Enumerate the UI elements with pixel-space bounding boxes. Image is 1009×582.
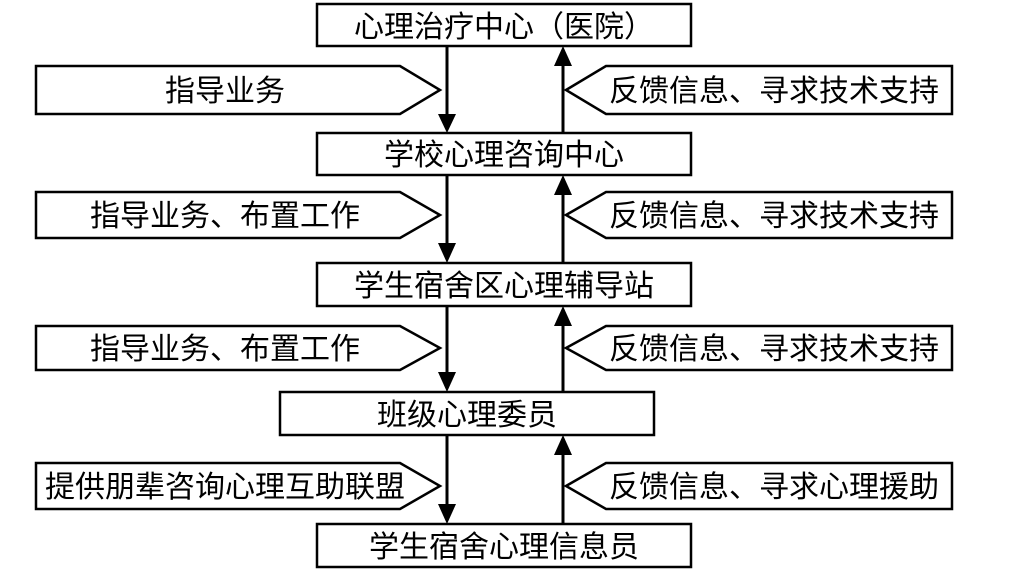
down-arrow-3 <box>438 306 456 392</box>
up-label-4: 反馈信息、寻求心理援助 <box>563 461 954 511</box>
node-hospital: 心理治疗中心（医院） <box>315 2 693 48</box>
down-label-1-text: 指导业务 <box>165 74 285 109</box>
node-dorm-member: 学生宿舍心理信息员 <box>315 522 693 569</box>
up-label-2-text: 反馈信息、寻求技术支持 <box>609 199 939 234</box>
down-label-3-text: 指导业务、布置工作 <box>90 332 360 367</box>
up-label-1-text: 反馈信息、寻求技术支持 <box>609 74 939 109</box>
down-arrow-1 <box>438 46 456 133</box>
up-label-3-text: 反馈信息、寻求技术支持 <box>609 332 939 367</box>
node-dorm-station-label: 学生宿舍区心理辅导站 <box>354 269 654 304</box>
down-arrow-4 <box>438 435 456 524</box>
down-label-1: 指导业务 <box>34 64 443 116</box>
down-label-4-text: 提供朋辈咨询心理互助联盟 <box>45 470 405 505</box>
node-dorm-station: 学生宿舍区心理辅导站 <box>315 261 693 308</box>
node-school: 学校心理咨询中心 <box>315 131 693 177</box>
node-hospital-label: 心理治疗中心（医院） <box>354 10 654 45</box>
up-arrow-3 <box>554 306 572 392</box>
node-dorm-member-label: 学生宿舍心理信息员 <box>369 530 639 565</box>
down-label-4: 提供朋辈咨询心理互助联盟 <box>34 461 443 511</box>
down-label-2-text: 指导业务、布置工作 <box>90 199 360 234</box>
node-school-label: 学校心理咨询中心 <box>384 138 624 173</box>
down-arrow-2 <box>438 175 456 263</box>
up-arrow-2 <box>554 175 572 263</box>
down-label-3: 指导业务、布置工作 <box>34 324 443 372</box>
node-class-member: 班级心理委员 <box>278 390 656 437</box>
up-label-2: 反馈信息、寻求技术支持 <box>563 190 954 240</box>
up-arrow-4 <box>554 435 572 524</box>
up-label-3: 反馈信息、寻求技术支持 <box>563 324 954 372</box>
up-label-4-text: 反馈信息、寻求心理援助 <box>609 470 939 505</box>
node-class-member-label: 班级心理委员 <box>377 398 557 433</box>
up-label-1: 反馈信息、寻求技术支持 <box>563 64 954 116</box>
up-arrow-1 <box>554 46 572 133</box>
down-label-2: 指导业务、布置工作 <box>34 190 443 240</box>
